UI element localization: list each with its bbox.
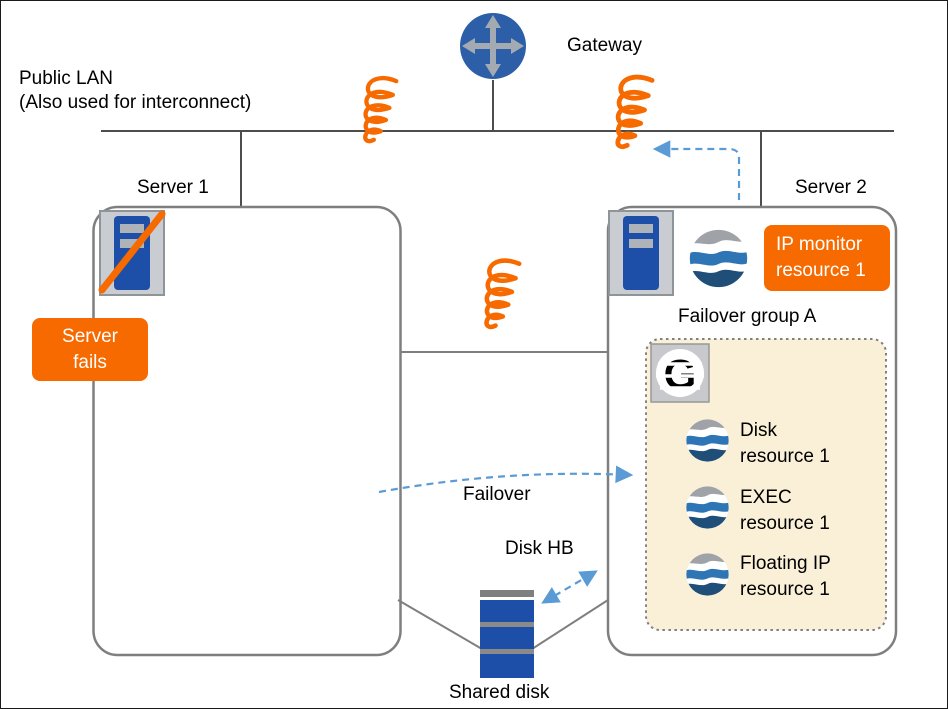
server1-disk-line — [397, 599, 483, 650]
server-fails-badge: Server fails — [32, 318, 148, 381]
floating-ip-resource-label: Floating IP resource 1 — [740, 553, 831, 600]
disk-resource-label: Disk resource 1 — [740, 420, 830, 467]
public-lan-label: Public LAN (Also used for interconnect) — [19, 68, 252, 113]
gateway-label: Gateway — [567, 35, 642, 56]
server1-label: Server 1 — [137, 177, 209, 198]
interconnect-failure-squiggle — [487, 261, 520, 327]
failover-label: Failover — [463, 484, 531, 505]
server2-disk-line — [531, 599, 609, 650]
server2-icon — [608, 210, 674, 296]
server2-label: Server 2 — [795, 177, 867, 198]
server1-box — [92, 205, 402, 657]
shared-disk-icon — [480, 590, 534, 678]
failover-group-icon: G — [650, 343, 710, 403]
disk-hb-label: Disk HB — [505, 538, 574, 559]
gateway-icon — [460, 13, 526, 79]
ip-monitor-badge: IP monitor resource 1 — [764, 225, 890, 291]
ip-monitor-check-arrow — [652, 140, 741, 200]
shared-disk-label: Shared disk — [449, 682, 550, 703]
failover-group-label: Failover group A — [678, 306, 817, 327]
svg-text:G: G — [664, 351, 697, 398]
lan-failure-squiggle-2 — [618, 77, 652, 147]
exec-resource-label: EXEC resource 1 — [740, 487, 830, 534]
disk-hb-arrow — [541, 570, 598, 604]
server1-failed-icon — [98, 210, 166, 296]
failover-arrow — [378, 465, 634, 494]
